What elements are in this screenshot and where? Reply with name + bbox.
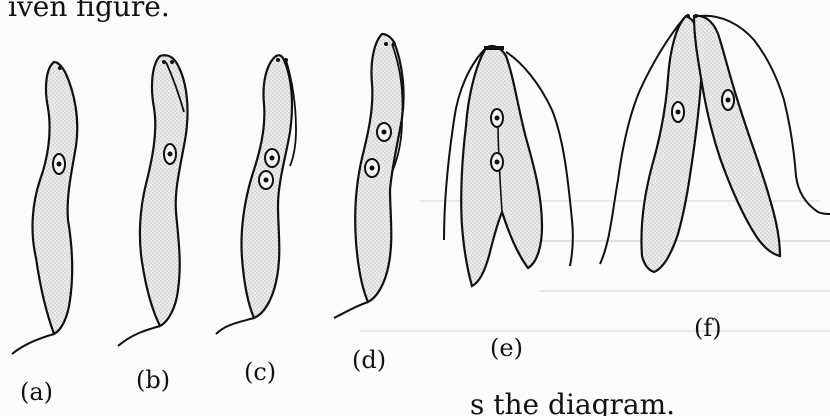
flagellum-tail bbox=[12, 334, 54, 354]
label-a: (a) bbox=[20, 378, 53, 406]
label-c: (c) bbox=[244, 358, 276, 386]
cell-d bbox=[334, 34, 404, 318]
label-e: (e) bbox=[490, 334, 523, 362]
cell-f bbox=[600, 14, 830, 272]
footer-text: s the diagram. bbox=[470, 388, 675, 416]
flagellum-tail bbox=[334, 302, 368, 318]
label-d: (d) bbox=[352, 346, 386, 374]
daughter-right bbox=[694, 16, 780, 256]
cell-b bbox=[118, 55, 188, 346]
daughter-left bbox=[641, 16, 702, 272]
flagellum-tail bbox=[118, 326, 160, 346]
label-b: (b) bbox=[136, 366, 170, 394]
flagellum-tail bbox=[216, 318, 254, 334]
cell-a bbox=[12, 62, 77, 354]
cell-e bbox=[444, 46, 573, 286]
cell-c bbox=[216, 55, 296, 334]
label-f: (f) bbox=[694, 314, 722, 342]
